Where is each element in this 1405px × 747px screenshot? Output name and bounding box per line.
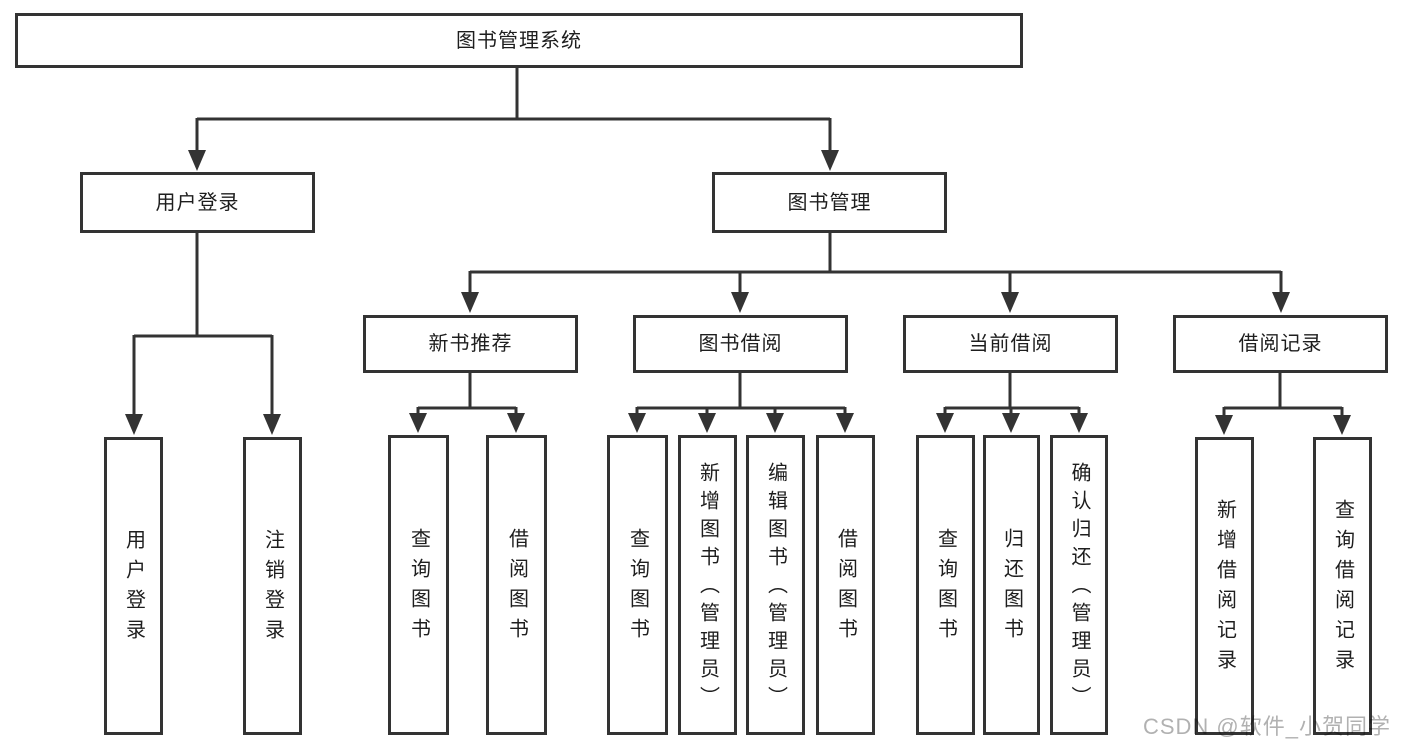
node-cb-confirm-return-admin: 确认归还（管理员） (1050, 435, 1108, 735)
node-nb-borrow-books: 借阅图书 (486, 435, 547, 735)
node-br-query-record: 查询借阅记录 (1313, 437, 1372, 735)
node-current-borrowing: 当前借阅 (903, 315, 1118, 373)
node-br-add-record: 新增借阅记录 (1195, 437, 1254, 735)
node-cb-query-books: 查询图书 (916, 435, 975, 735)
node-book-borrowing: 图书借阅 (633, 315, 848, 373)
node-nb-query-books: 查询图书 (388, 435, 449, 735)
node-logout: 注销登录 (243, 437, 302, 735)
node-bb-query-books: 查询图书 (607, 435, 668, 735)
csdn-watermark: CSDN @软件_小贺同学 (1142, 714, 1391, 739)
node-book-management: 图书管理 (712, 172, 947, 233)
node-bb-edit-books-admin: 编辑图书（管理员） (746, 435, 805, 735)
node-root: 图书管理系统 (15, 13, 1023, 68)
node-user-login-group: 用户登录 (80, 172, 315, 233)
node-bb-add-books-admin: 新增图书（管理员） (678, 435, 737, 735)
node-cb-return-books: 归还图书 (983, 435, 1040, 735)
node-borrowing-records: 借阅记录 (1173, 315, 1388, 373)
node-new-book-recommendation: 新书推荐 (363, 315, 578, 373)
node-user-login: 用户登录 (104, 437, 163, 735)
node-bb-borrow-books: 借阅图书 (816, 435, 875, 735)
